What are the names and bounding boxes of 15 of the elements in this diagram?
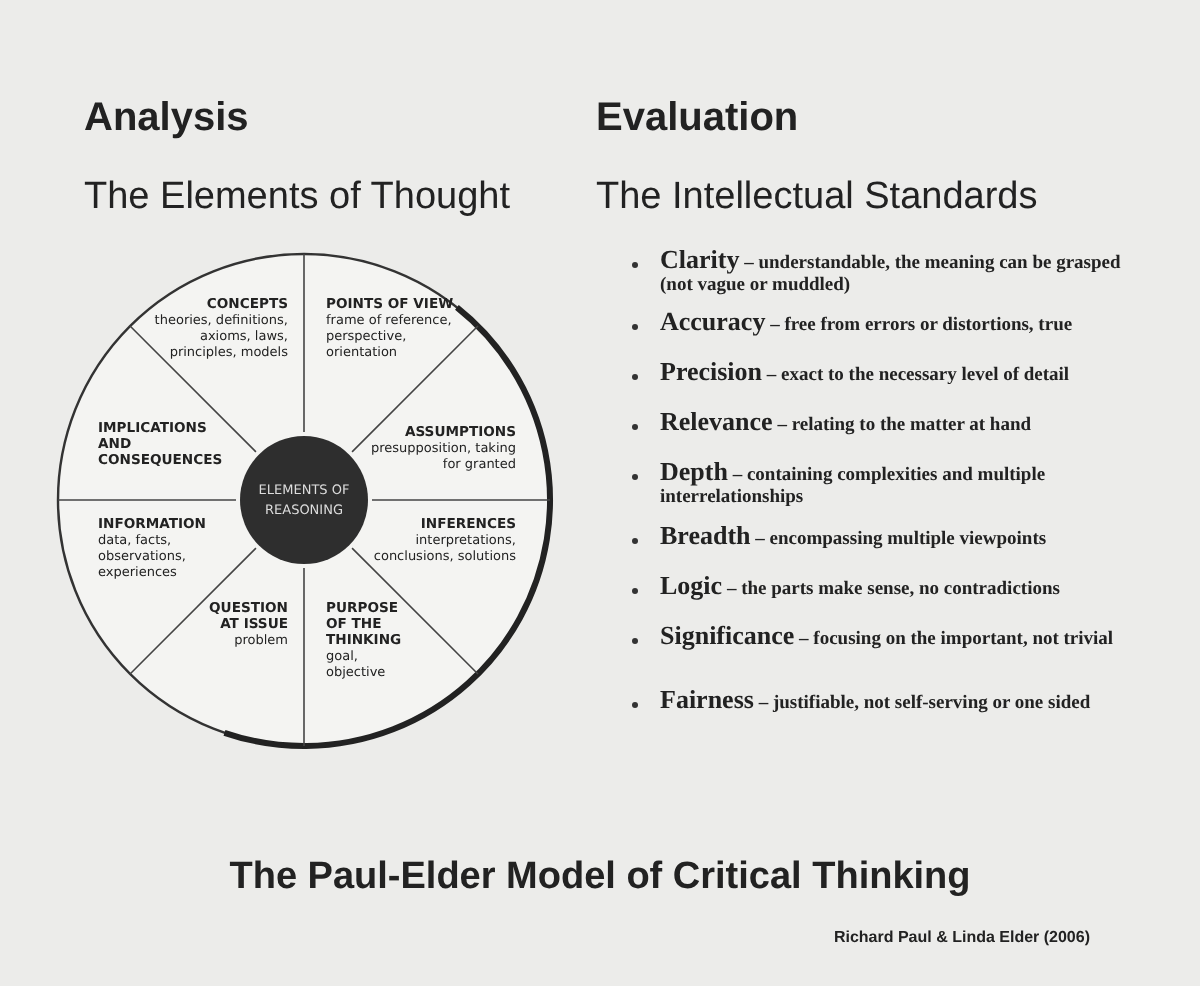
section-heading: Evaluation	[596, 96, 799, 142]
subheading: The Elements of Thought	[84, 176, 510, 220]
standard-item: Significance – focusing on the important, not trivial	[660, 624, 1116, 652]
standard-item: Logic – the parts make sense, no contradictions	[660, 574, 1062, 602]
standard-item: Depth – containing complexities and multiple interrelationships	[660, 460, 1048, 510]
standard-item: Fairness – justifiable, not self-serving or one sided	[660, 688, 1093, 716]
standard-item: Relevance – relating to the matter at hand	[660, 410, 1034, 438]
standard-item: Breadth – encompassing multiple viewpoints	[660, 524, 1049, 552]
standard-item: Clarity – understandable, the meaning can be grasped (not vague or muddled)	[660, 248, 1123, 298]
page-title: The Paul-Elder Model of Critical Thinking	[227, 856, 973, 900]
standard-item: Accuracy – free from errors or distortions, true	[660, 310, 1075, 338]
subheading: The Intellectual Standards	[596, 176, 1038, 220]
standard-item: Precision – exact to the necessary level of detail	[660, 360, 1072, 388]
author-credit: Richard Paul & Linda Elder (2006)	[833, 928, 1090, 946]
section-heading: Analysis	[84, 96, 249, 142]
